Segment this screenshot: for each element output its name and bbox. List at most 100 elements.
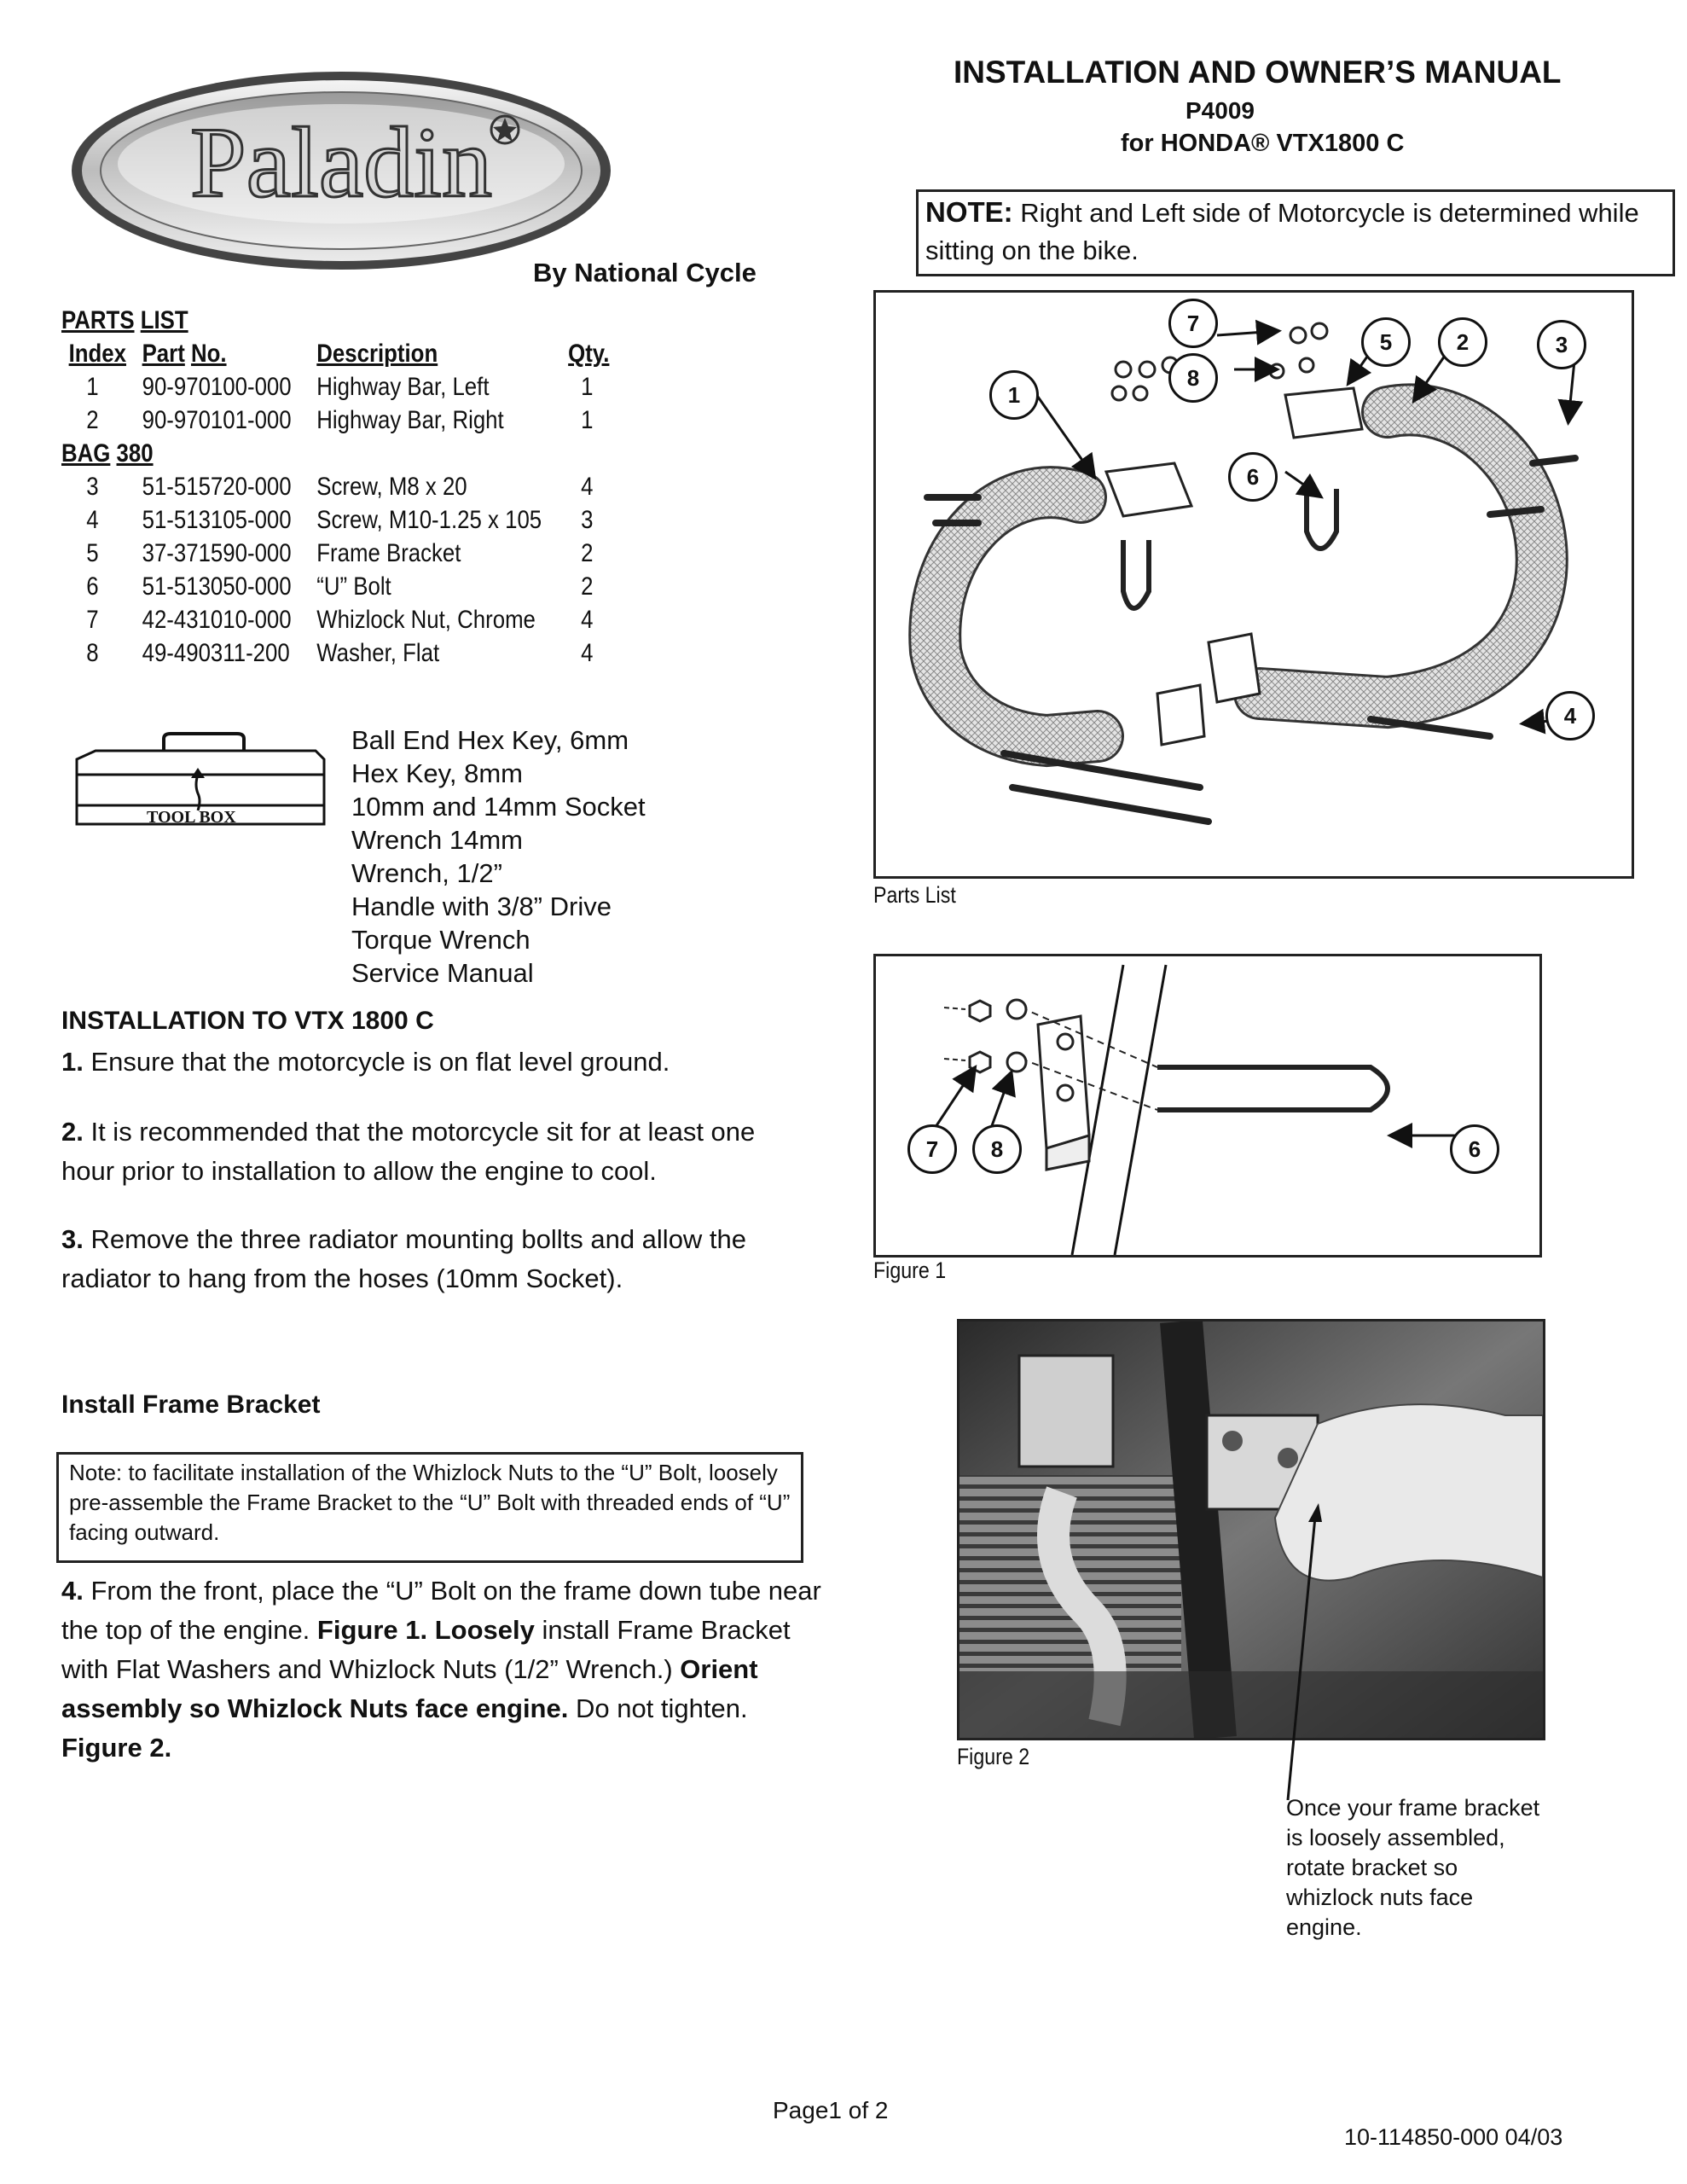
row-qty: 3 — [581, 506, 594, 534]
bag-row: BAG 380 — [61, 437, 609, 470]
list-item: Torque Wrench — [351, 925, 530, 955]
col-part-a: Part — [142, 340, 185, 368]
callout-5: 5 — [1361, 317, 1411, 367]
row-description: “U” Bolt — [316, 572, 391, 601]
row-index: 2 — [86, 406, 99, 434]
list-item: Handle with 3/8” Drive — [351, 892, 612, 921]
row-qty: 4 — [581, 473, 594, 501]
row-qty: 2 — [581, 539, 594, 567]
callout-8-top: 8 — [1168, 353, 1218, 403]
bag-label-a: BAG — [61, 439, 111, 468]
figure-2-caption: Figure 2 — [957, 1744, 1030, 1769]
step-1: 1. Ensure that the motorcycle is on flat… — [61, 1047, 670, 1077]
product-code: P4009 — [1186, 97, 1255, 124]
table-row: 4 51-513105-000 Screw, M10-1.25 x 105 3 — [61, 503, 609, 537]
fig1-callout-6: 6 — [1450, 1124, 1499, 1174]
document-title: INSTALLATION AND OWNER’S MANUAL — [954, 55, 1562, 90]
fig1-callout-7: 7 — [907, 1124, 957, 1174]
note-text: Right and Left side of Motorcycle is det… — [925, 198, 1639, 265]
row-index: 4 — [86, 506, 99, 534]
col-qty: Qty. — [568, 340, 610, 368]
table-row: 5 37-371590-000 Frame Bracket 2 — [61, 537, 609, 570]
row-description: Screw, M8 x 20 — [316, 473, 467, 501]
row-description: Washer, Flat — [316, 639, 440, 667]
callout-3: 3 — [1537, 320, 1586, 369]
tool-list: Ball End Hex Key, 6mm Hex Key, 8mm 10mm … — [351, 723, 646, 990]
parts-list-caption: Parts List — [873, 882, 956, 908]
step-2: 2. It is recommended that the motorcycle… — [61, 1117, 756, 1186]
parts-diagram — [873, 290, 1634, 879]
list-item: 10mm and 14mm Socket — [351, 792, 646, 822]
row-description: Whizlock Nut, Chrome — [316, 606, 536, 634]
table-row: 3 51-515720-000 Screw, M8 x 20 4 — [61, 470, 609, 503]
table-row: 1 90-970100-000 Highway Bar, Left 1 — [61, 370, 609, 404]
figure-1-caption: Figure 1 — [873, 1258, 947, 1283]
parts-heading-a: PARTS — [61, 306, 135, 334]
row-index: 8 — [86, 639, 99, 667]
figure-1 — [873, 954, 1542, 1258]
row-qty: 4 — [581, 639, 594, 667]
row-index: 5 — [86, 539, 99, 567]
figure-2-pointer — [1279, 1502, 1330, 1809]
callout-7-top: 7 — [1168, 299, 1218, 348]
row-description: Screw, M10-1.25 x 105 — [316, 506, 542, 534]
installation-heading: INSTALLATION TO VTX 1800 C — [61, 1007, 434, 1035]
svg-text:Paladin: Paladin — [190, 107, 492, 218]
note-box: NOTE: Right and Left side of Motorcycle … — [916, 189, 1675, 276]
list-item: Ball End Hex Key, 6mm — [351, 725, 629, 755]
list-item: Service Manual — [351, 958, 534, 988]
install-frame-bracket-heading: Install Frame Bracket — [61, 1391, 321, 1419]
fig1-callout-8: 8 — [972, 1124, 1022, 1174]
paladin-logo: Paladin — [68, 68, 614, 273]
parts-heading-b: LIST — [140, 306, 188, 334]
table-row: 7 42-431010-000 Whizlock Nut, Chrome 4 — [61, 603, 609, 636]
parts-list: PARTS LIST Index Part No. Description Qt… — [61, 304, 722, 670]
table-row: 6 51-513050-000 “U” Bolt 2 — [61, 570, 609, 603]
list-item: Wrench 14mm — [351, 825, 523, 855]
col-part-b: No. — [190, 340, 227, 368]
figure-2-photo — [957, 1319, 1545, 1740]
callout-4: 4 — [1545, 691, 1595, 741]
row-description: Frame Bracket — [316, 539, 461, 567]
row-part: 90-970101-000 — [142, 406, 292, 434]
row-qty: 4 — [581, 606, 594, 634]
byline: By National Cycle — [533, 258, 757, 288]
row-part: 51-515720-000 — [142, 473, 292, 501]
table-row: 2 90-970101-000 Highway Bar, Right 1 — [61, 404, 609, 437]
row-index: 6 — [86, 572, 99, 601]
list-item: Hex Key, 8mm — [351, 758, 523, 788]
row-index: 7 — [86, 606, 99, 634]
bag-label-b: 380 — [116, 439, 154, 468]
toolbox-icon: TOOL BOX — [70, 732, 326, 834]
model-line: for HONDA® VTX1800 C — [1121, 130, 1405, 157]
figure-2-note: Once your frame bracket is loosely assem… — [1286, 1795, 1540, 1940]
col-description: Description — [316, 340, 438, 368]
bracket-note-box: Note: to facilitate installation of the … — [56, 1452, 803, 1563]
row-part: 37-371590-000 — [142, 539, 292, 567]
row-part: 51-513105-000 — [142, 506, 292, 534]
callout-2: 2 — [1438, 317, 1487, 367]
row-part: 90-970100-000 — [142, 373, 292, 401]
page-number: Page1 of 2 — [773, 2097, 889, 2123]
row-index: 1 — [86, 373, 99, 401]
callout-6-top: 6 — [1228, 452, 1278, 502]
row-description: Highway Bar, Right — [316, 406, 504, 434]
row-qty: 1 — [581, 406, 594, 434]
step-3: 3. Remove the three radiator mounting bo… — [61, 1224, 747, 1293]
list-item: Wrench, 1/2” — [351, 858, 502, 888]
bracket-note-text: Note: to facilitate installation of the … — [69, 1460, 791, 1545]
row-index: 3 — [86, 473, 99, 501]
row-description: Highway Bar, Left — [316, 373, 490, 401]
row-part: 42-431010-000 — [142, 606, 292, 634]
callout-1: 1 — [989, 370, 1039, 420]
row-part: 49-490311-200 — [142, 639, 290, 667]
row-qty: 2 — [581, 572, 594, 601]
col-index: Index — [68, 340, 126, 368]
document-number: 10-114850-000 04/03 — [1344, 2124, 1563, 2150]
row-qty: 1 — [581, 373, 594, 401]
row-part: 51-513050-000 — [142, 572, 292, 601]
parts-table: Index Part No. Description Qty. 1 90-970… — [61, 337, 609, 670]
step-4: 4. From the front, place the “U” Bolt on… — [61, 1576, 821, 1763]
svg-text:TOOL BOX: TOOL BOX — [147, 808, 236, 827]
note-label: NOTE: — [925, 196, 1013, 228]
